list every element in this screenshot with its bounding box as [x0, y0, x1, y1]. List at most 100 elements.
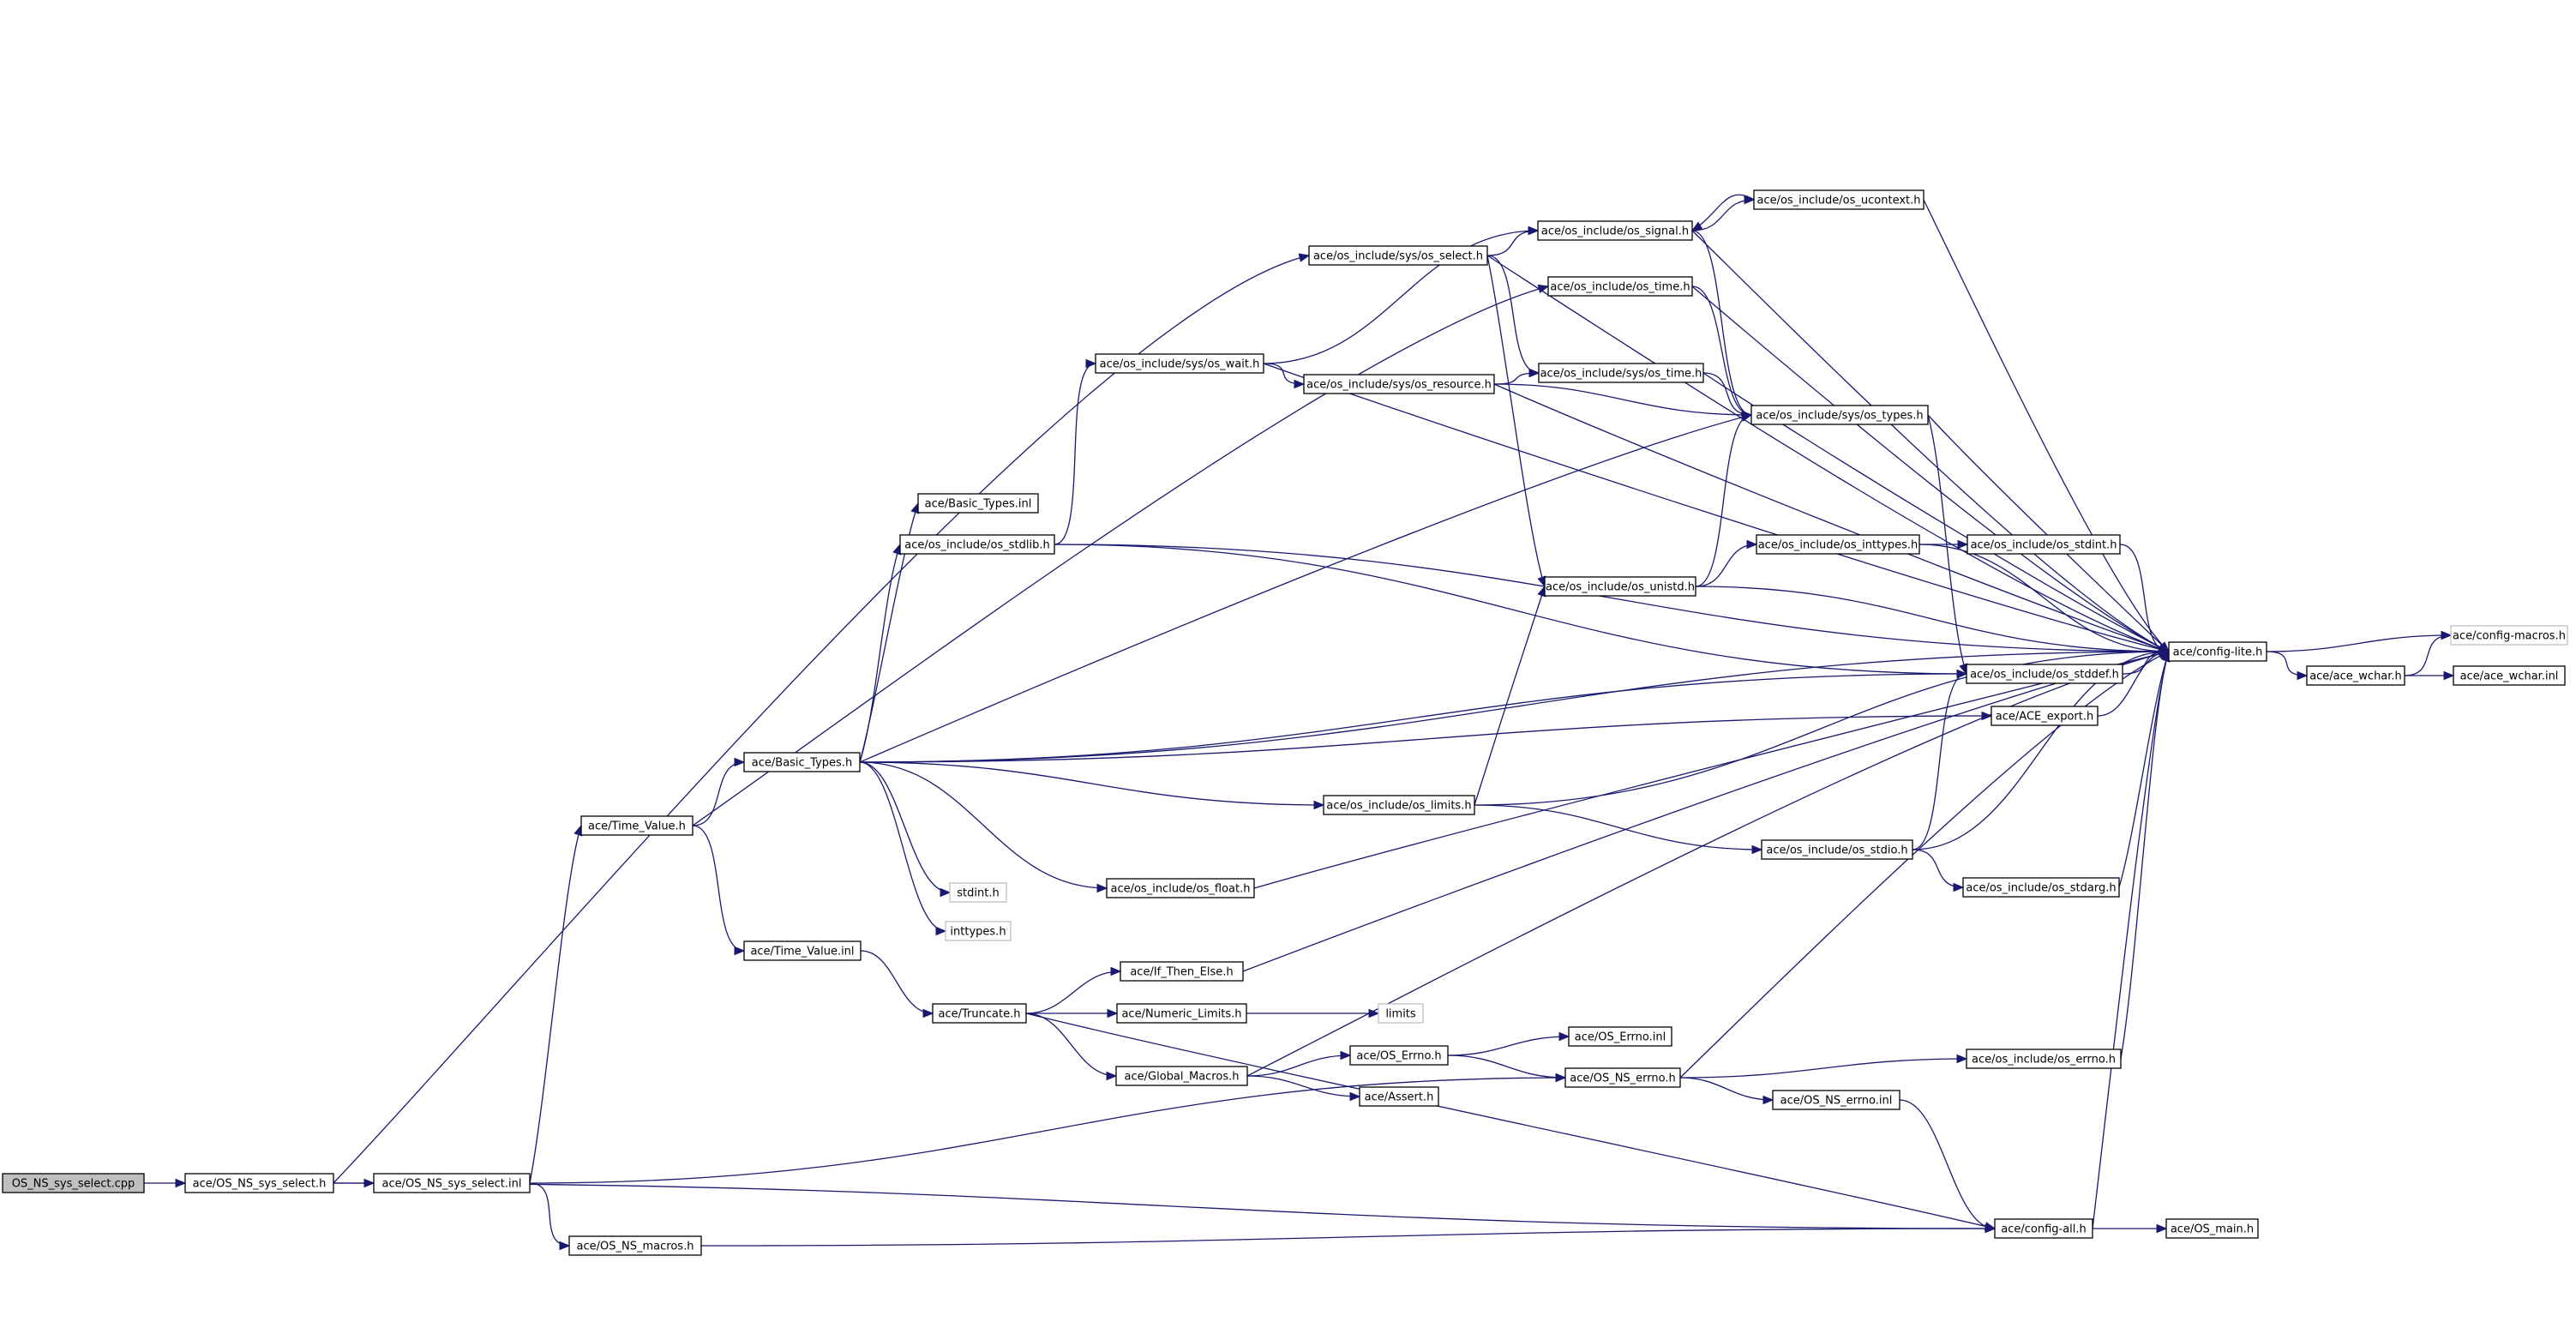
- node-os-ns-sys-select-h[interactable]: ace/OS_NS_sys_select.h: [184, 1173, 334, 1193]
- edge-os_stdlib_h-to-config_lite_h: [1054, 544, 2171, 657]
- node-os-errno-h[interactable]: ace/OS_Errno.h: [1349, 1045, 1449, 1066]
- node-os-time-h[interactable]: ace/os_include/os_time.h: [1547, 276, 1693, 297]
- edge-arrowhead: [922, 1008, 934, 1019]
- node-box: [1095, 353, 1264, 374]
- node-os-stdio-h[interactable]: ace/os_include/os_stdio.h: [1761, 839, 1913, 860]
- node-box: [2450, 625, 2568, 646]
- edge-os_limits_h-to-os_stdio_h: [1474, 804, 1763, 855]
- node-label: ace/os_include/os_stdarg.h: [1966, 882, 2116, 895]
- node-ace-export-h[interactable]: ace/ACE_export.h: [1991, 706, 2099, 726]
- edge-line: [1493, 383, 1752, 416]
- node-os-stddef-h[interactable]: ace/os_include/os_stddef.h: [1966, 664, 2123, 684]
- node-config-all-h[interactable]: ace/config-all.h: [1994, 1218, 2093, 1239]
- edge-arrowhead: [1340, 1050, 1352, 1061]
- node-os-signal-h[interactable]: ace/os_include/os_signal.h: [1537, 220, 1693, 241]
- node-global-macros-h[interactable]: ace/Global_Macros.h: [1115, 1066, 1248, 1086]
- node-os-limits-h[interactable]: ace/os_include/os_limits.h: [1323, 795, 1475, 815]
- node-label: ace/config-lite.h: [2173, 646, 2263, 659]
- edge-os_select_h-to-sys_os_time_h: [1486, 255, 1540, 378]
- edge-line: [529, 1182, 570, 1247]
- node-box: [2306, 665, 2405, 686]
- edge-ace_wchar_h-to-ace_wchar_inl: [2405, 670, 2455, 681]
- edge-os_ns_errno_h-to-os_ns_errno_inl: [1679, 1077, 1774, 1105]
- node-box: [1750, 405, 1929, 425]
- edge-arrowhead: [1528, 225, 1540, 236]
- node-os-float-h[interactable]: ace/os_include/os_float.h: [1106, 878, 1255, 898]
- edge-line: [1253, 651, 2170, 889]
- edge-line: [1474, 586, 1546, 806]
- edge-arrowhead: [1953, 882, 1965, 892]
- node-os-ns-sys-select-cpp[interactable]: OS_NS_sys_select.cpp: [2, 1173, 145, 1193]
- node-os-main-h[interactable]: ace/OS_main.h: [2165, 1218, 2259, 1239]
- node-assert-h[interactable]: ace/Assert.h: [1359, 1086, 1439, 1107]
- node-label: ace/os_include/os_stddef.h: [1970, 669, 2119, 682]
- node-truncate-h[interactable]: ace/Truncate.h: [932, 1003, 1027, 1024]
- node-config-lite-h[interactable]: ace/config-lite.h: [2168, 641, 2267, 662]
- node-label: ace/os_include/os_stdint.h: [1971, 539, 2117, 552]
- node-basic-types-inl[interactable]: ace/Basic_Types.inl: [917, 493, 1039, 514]
- node-os-include-errno-h[interactable]: ace/os_include/os_errno.h: [1966, 1049, 2122, 1069]
- node-os-ns-errno-inl[interactable]: ace/OS_NS_errno.inl: [1772, 1090, 1900, 1110]
- node-time-value-inl[interactable]: ace/Time_Value.inl: [743, 940, 862, 961]
- edge-line: [1691, 230, 1752, 416]
- edge-line: [1474, 804, 1762, 850]
- edge-line: [1025, 1013, 1996, 1229]
- node-box: [1537, 220, 1693, 241]
- edge-basic_types_h-to-ace_export_h: [859, 711, 1993, 763]
- edge-arrowhead: [1751, 844, 1763, 855]
- node-label: ace/OS_NS_sys_select.h: [193, 1178, 327, 1191]
- edge-os_unistd_h-to-os_inttypes_h: [1695, 539, 1758, 587]
- node-box: [899, 534, 1055, 555]
- edge-line: [692, 761, 745, 826]
- edge-os_select_h-to-os_signal_h: [1486, 225, 1540, 256]
- node-box: [1378, 1003, 1424, 1024]
- edge-os_stdio_h-to-os_stdarg_h: [1912, 849, 1965, 892]
- node-limits: limits: [1378, 1003, 1424, 1024]
- node-stdint-h: stdint.h: [949, 882, 1007, 903]
- node-os-stdarg-h[interactable]: ace/os_include/os_stdarg.h: [1962, 877, 2120, 898]
- node-os-stdint-h[interactable]: ace/os_include/os_stdint.h: [1967, 534, 2121, 555]
- node-label: ace/Basic_Types.inl: [925, 498, 1032, 511]
- edge-line: [859, 761, 946, 932]
- edge-line: [1447, 1036, 1570, 1056]
- node-time-value-h[interactable]: ace/Time_Value.h: [580, 815, 694, 836]
- node-box: [2453, 665, 2566, 686]
- node-os-unistd-h[interactable]: ace/os_include/os_unistd.h: [1544, 576, 1696, 597]
- node-box: [1349, 1045, 1449, 1066]
- node-box: [2165, 1218, 2259, 1239]
- node-os-ns-sys-select-inl[interactable]: ace/OS_NS_sys_select.inl: [373, 1173, 531, 1193]
- node-box: [1544, 576, 1696, 597]
- node-os-wait-h[interactable]: ace/os_include/sys/os_wait.h: [1095, 353, 1264, 374]
- node-label: ace/os_include/os_ucontext.h: [1756, 195, 1920, 207]
- node-os-errno-inl[interactable]: ace/OS_Errno.inl: [1568, 1026, 1672, 1047]
- node-box: [743, 940, 862, 961]
- node-os-resource-h[interactable]: ace/os_include/sys/os_resource.h: [1303, 374, 1495, 394]
- node-numeric-limits-h[interactable]: ace/Numeric_Limits.h: [1116, 1003, 1247, 1024]
- node-os-stdlib-h[interactable]: ace/os_include/os_stdlib.h: [899, 534, 1055, 555]
- node-os-select-h[interactable]: ace/os_include/sys/os_select.h: [1308, 245, 1488, 266]
- node-ace-wchar-h[interactable]: ace/ace_wchar.h: [2306, 665, 2405, 686]
- edge-global_macros_h-to-os_errno_h: [1246, 1050, 1352, 1077]
- node-basic-types-h[interactable]: ace/Basic_Types.h: [743, 752, 861, 772]
- node-ace-wchar-inl[interactable]: ace/ace_wchar.inl: [2453, 665, 2566, 686]
- node-label: ace/ace_wchar.inl: [2460, 670, 2559, 683]
- node-box: [945, 921, 1012, 941]
- node-os-inttypes-h[interactable]: ace/os_include/os_inttypes.h: [1756, 534, 1920, 555]
- node-sys-os-time-h[interactable]: ace/os_include/sys/os_time.h: [1538, 363, 1704, 383]
- edge-line: [2092, 651, 2170, 1229]
- edge-os_wait_h-to-os_resource_h: [1263, 363, 1306, 389]
- edge-os_resource_h-to-sys_os_time_h: [1493, 368, 1540, 385]
- edge-arrowhead: [2443, 670, 2455, 681]
- edge-line: [1912, 849, 1964, 888]
- edge-os_types_h-to-os_stddef_h: [1927, 414, 1968, 676]
- node-label: ace/os_include/os_stdio.h: [1766, 844, 1907, 857]
- node-if-then-else-h[interactable]: ace/If_Then_Else.h: [1120, 961, 1244, 982]
- node-os-ns-errno-h[interactable]: ace/OS_NS_errno.h: [1564, 1067, 1681, 1088]
- node-label: ace/os_include/os_errno.h: [1972, 1054, 2116, 1067]
- node-label: ace/config-macros.h: [2453, 630, 2566, 643]
- node-os-types-h[interactable]: ace/os_include/sys/os_types.h: [1750, 405, 1929, 425]
- node-label: ace/OS_NS_errno.inl: [1780, 1095, 1893, 1108]
- node-os-ns-macros-h[interactable]: ace/OS_NS_macros.h: [568, 1235, 702, 1256]
- node-os-ucontext-h[interactable]: ace/os_include/os_ucontext.h: [1753, 189, 1924, 210]
- edge-config_lite_h-to-config_macros_h: [2266, 630, 2453, 652]
